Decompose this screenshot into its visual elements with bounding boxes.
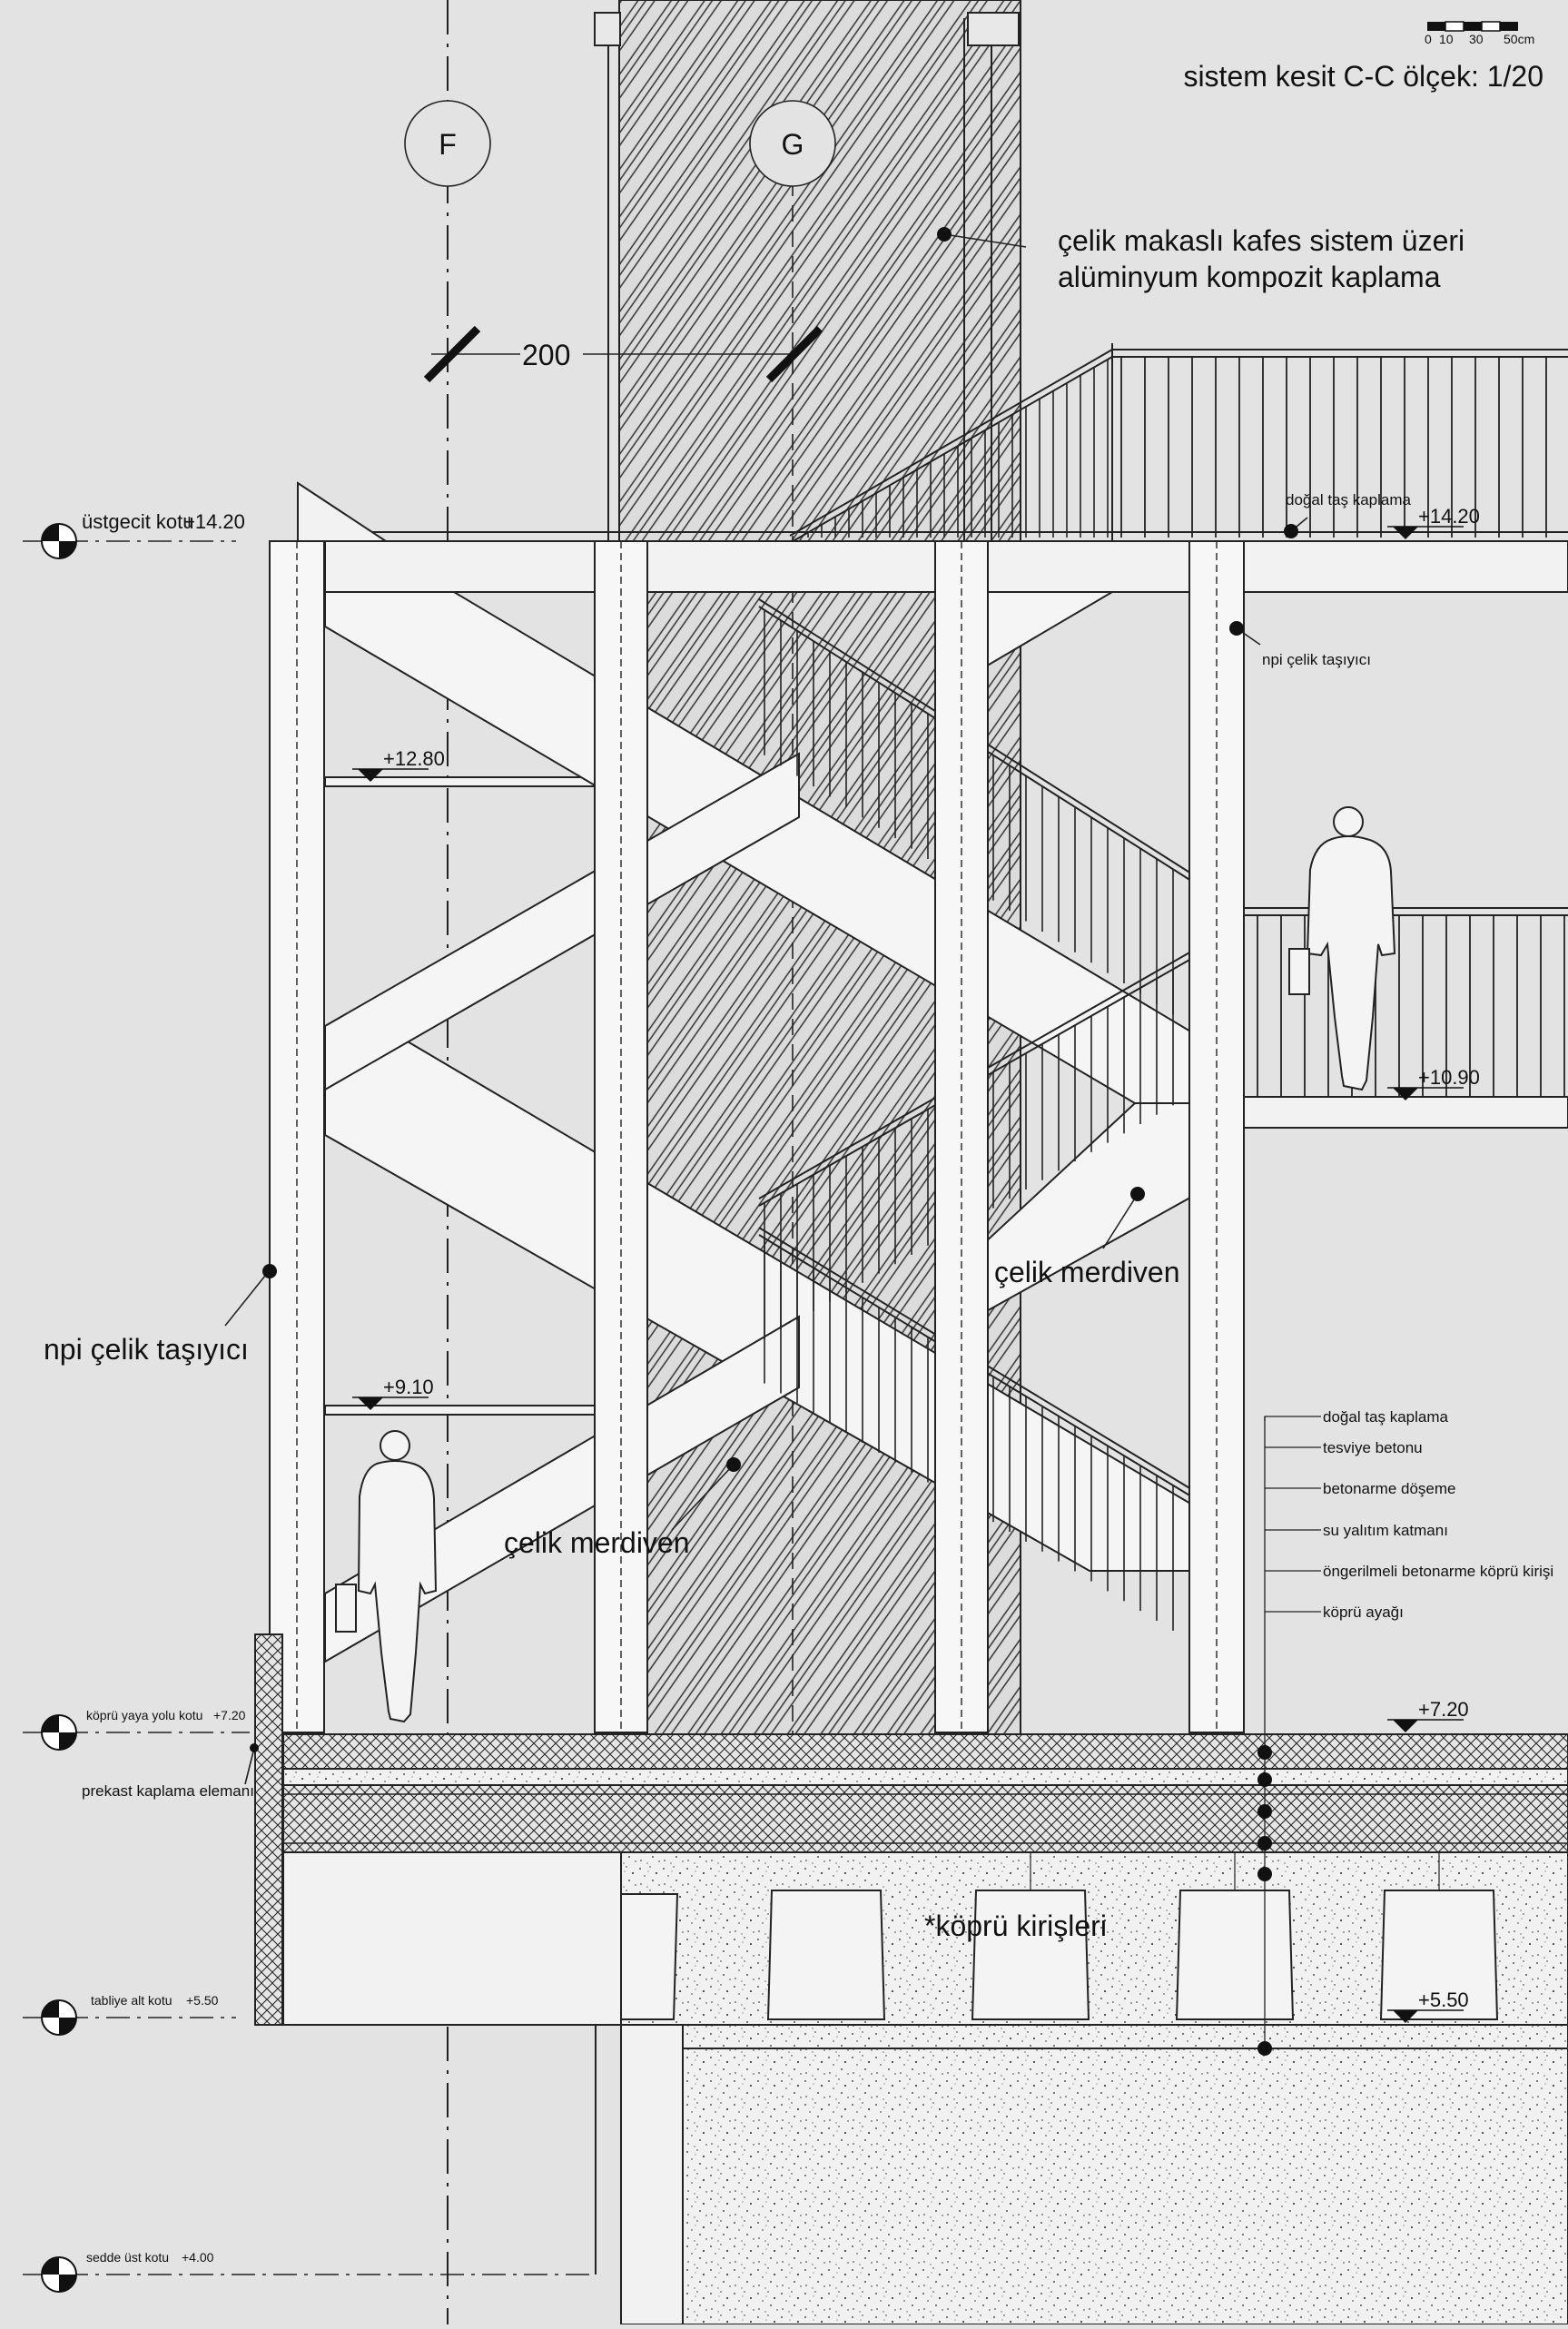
elevation-value: +14.20 <box>1418 505 1480 528</box>
leader-dot <box>1130 1187 1145 1201</box>
precast-label: prekast kaplama elemanı <box>82 1782 254 1800</box>
level-value: +4.00 <box>182 2250 214 2265</box>
elevation-value: +9.10 <box>383 1376 434 1398</box>
scale-tick: 50cm <box>1504 32 1534 46</box>
layer-label: tesviye betonu <box>1323 1439 1423 1456</box>
precast-cladding <box>254 1633 283 2026</box>
svg-text:F: F <box>439 128 457 161</box>
layer-label: köprü ayağı <box>1323 1604 1404 1621</box>
elevation-mark-m720: +7.20 <box>1387 1698 1469 1732</box>
deck-paving <box>282 1733 1568 1770</box>
leader-dot <box>262 1264 277 1278</box>
leader-dot <box>1284 524 1298 538</box>
elevation-mark-m550: +5.50 <box>1387 1989 1469 2023</box>
level-marker-tabliye: tabliye alt kotu +5.50 <box>23 1993 236 2036</box>
grid-axis-g: G <box>749 100 836 187</box>
scale-tick: 10 <box>1439 32 1454 46</box>
elevation-mark-m1090: +10.90 <box>1387 1066 1480 1100</box>
level-name: köprü yaya yolu kotu <box>86 1708 202 1722</box>
bridge-beams <box>620 1890 1499 2020</box>
level-marker-sedde: sedde üst kotu +4.00 <box>23 2250 596 2293</box>
layer-label: betonarme döşeme <box>1323 1480 1455 1497</box>
facade-label-line1: çelik makaslı kafes sistem üzeri <box>1058 224 1464 257</box>
dimension-label: 200 <box>522 339 570 371</box>
level-marker-ustgecit: üstgecit kotu+14.20 <box>23 510 245 559</box>
dimension-200: 200 <box>423 325 823 383</box>
level-value: +14.20 <box>183 510 245 533</box>
elevation-mark-m1280: +12.80 <box>352 747 445 782</box>
level-name: üstgecit kotu <box>82 510 194 533</box>
drawing-title: sistem kesit C-C ölçek: 1/20 <box>1183 60 1543 93</box>
leader-dot <box>250 1743 259 1752</box>
level-value: +5.50 <box>186 1993 219 2008</box>
elevation-mark-m910: +9.10 <box>352 1376 434 1410</box>
npi-column-label-small: npi çelik taşıyıcı <box>1262 651 1371 668</box>
svg-text:G: G <box>782 128 804 161</box>
scale-tick: 0 <box>1425 32 1432 46</box>
upper-railing <box>789 343 1568 544</box>
scale-tick: 30 <box>1469 32 1484 46</box>
steel-stair-label-1: çelik merdiven <box>994 1256 1180 1288</box>
grid-axis-f: F <box>404 100 491 187</box>
natural-stone-label: doğal taş kaplama <box>1286 491 1412 508</box>
level-name: sedde üst kotu <box>86 2250 169 2265</box>
elevation-value: +12.80 <box>383 747 445 770</box>
bridge-pier <box>682 2024 1568 2325</box>
landing-1090 <box>1243 907 1568 1129</box>
deck-slab <box>282 1784 1568 1853</box>
human-figure-lower <box>335 1430 438 1723</box>
leader-dot <box>726 1457 741 1472</box>
human-figure-upper <box>1288 806 1396 1091</box>
layer-label: su yalıtım katmanı <box>1323 1522 1448 1539</box>
leader-dot <box>1229 621 1244 636</box>
facade-label-line2: alüminyum kompozit kaplama <box>1058 261 1441 293</box>
level-marker-kopru_yaya: köprü yaya yolu kotu +7.20 <box>23 1708 250 1751</box>
elevation-mark-m1420: +14.20 <box>1387 505 1480 539</box>
layer-label: öngerilmeli betonarme köprü kirişi <box>1323 1563 1553 1580</box>
level-value: +7.20 <box>213 1708 246 1722</box>
npi-column-label-large: npi çelik taşıyıcı <box>44 1333 249 1366</box>
elevation-value: +7.20 <box>1418 1698 1469 1721</box>
deck-screed <box>282 1768 1568 1786</box>
level-name: tabliye alt kotu <box>91 1993 173 2008</box>
leader-dot <box>937 227 952 242</box>
steel-stair-label-2: çelik merdiven <box>504 1526 690 1559</box>
layer-label: doğal taş kaplama <box>1323 1408 1449 1426</box>
elevation-value: +10.90 <box>1418 1066 1480 1089</box>
bridge-beams-label: *köprü kirişleri <box>924 1910 1107 1942</box>
scale-bar: 0 10 30 50cm <box>1425 21 1534 46</box>
elevation-value: +5.50 <box>1418 1989 1469 2011</box>
